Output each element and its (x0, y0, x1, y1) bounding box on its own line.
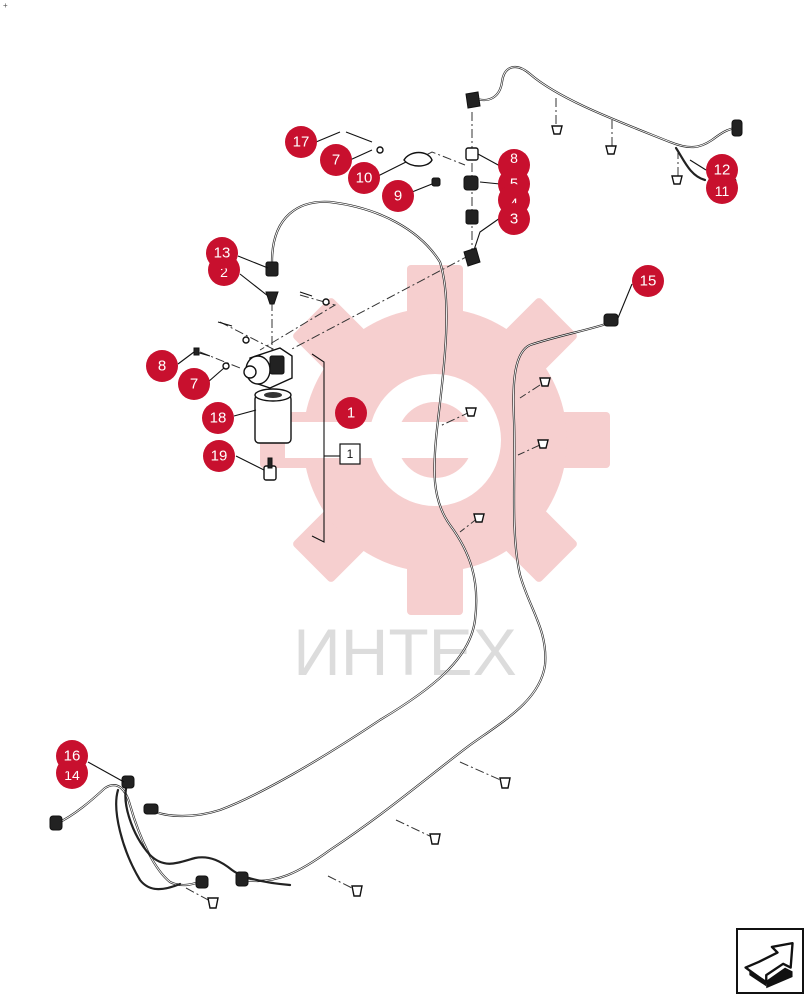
svg-text:8: 8 (510, 150, 518, 166)
svg-text:18: 18 (210, 410, 227, 427)
svg-text:7: 7 (332, 152, 340, 169)
callout-18: 18 (202, 402, 234, 434)
next-page-button[interactable] (736, 928, 804, 994)
callout-3: 3 (498, 203, 530, 235)
clamp-set (345, 131, 441, 187)
svg-text:7: 7 (190, 376, 198, 393)
watermark-text: ИНТЕХ (293, 615, 516, 689)
callout-1: 1 (335, 397, 367, 429)
callout-10: 10 (348, 162, 380, 194)
svg-text:10: 10 (356, 170, 373, 187)
callout-13: 13 (206, 237, 238, 269)
callout-7-top: 7 (320, 144, 352, 176)
svg-text:8: 8 (158, 358, 166, 375)
svg-text:9: 9 (394, 188, 402, 205)
next-page-arrow-icon (744, 941, 794, 989)
callout-9: 9 (382, 180, 414, 212)
line-clips (207, 125, 683, 909)
callout-7-left: 7 (178, 368, 210, 400)
corner-mark: + (3, 1, 8, 10)
svg-text:2: 2 (220, 264, 228, 280)
callout-15: 15 (632, 265, 664, 297)
svg-text:13: 13 (214, 245, 231, 262)
callout-17: 17 (285, 126, 317, 158)
svg-text:17: 17 (293, 134, 310, 151)
svg-text:3: 3 (510, 211, 518, 228)
reference-box-label: 1 (347, 447, 354, 461)
svg-text:4: 4 (510, 195, 518, 211)
callout-8-left: 8 (146, 350, 178, 382)
svg-text:19: 19 (211, 448, 228, 465)
filter-head (243, 347, 293, 389)
mount-bolts (193, 291, 330, 370)
callout-16: 16 (56, 740, 88, 772)
callout-leaders (87, 131, 707, 783)
fuel-filter-element (254, 388, 292, 444)
svg-text:12: 12 (714, 162, 731, 179)
callout-19: 19 (203, 440, 235, 472)
drain-plug (263, 457, 277, 481)
svg-text:11: 11 (715, 183, 730, 199)
svg-text:1: 1 (347, 405, 355, 422)
svg-text:16: 16 (64, 748, 81, 765)
callouts: 17 7 10 9 8 5 4 3 (56, 126, 738, 789)
assembly-bracket: 1 (311, 353, 361, 543)
callout-12: 12 (706, 154, 738, 186)
fuel-lines (54, 65, 740, 891)
svg-text:15: 15 (640, 273, 657, 290)
